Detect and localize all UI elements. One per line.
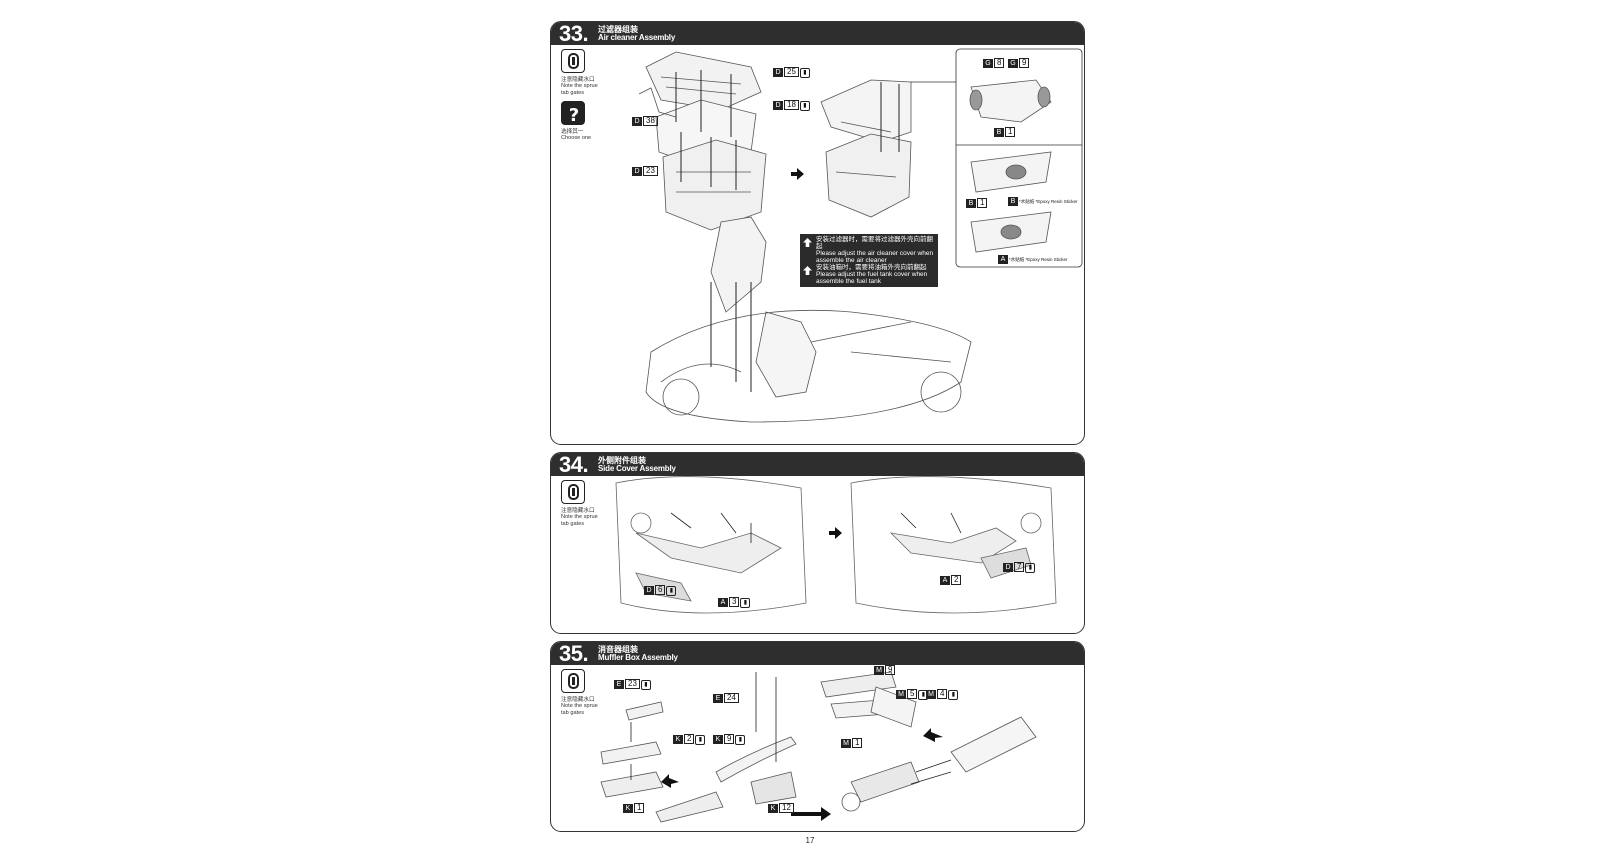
- sprue-gate-icon: [561, 49, 585, 73]
- step-number: 33.: [559, 21, 589, 46]
- step-number: 35.: [559, 641, 589, 666]
- step-title-en: Muffler Box Assembly: [598, 653, 678, 662]
- sprue-gate-icon: [561, 480, 585, 504]
- step-title-en: Side Cover Assembly: [598, 464, 676, 473]
- question-icon: ?: [561, 101, 585, 126]
- arrow-up-icon: [803, 266, 812, 275]
- sprue-gate-icon: [561, 669, 585, 693]
- step-header: 33. 过滤器组装 Air cleaner Assembly: [551, 21, 1084, 46]
- step-title-zh: 外侧附件组装: [598, 456, 646, 465]
- step-title-zh: 消音器组装: [598, 645, 638, 654]
- arrow-up-icon: [803, 238, 812, 247]
- svg-text:?: ?: [569, 105, 579, 126]
- step-title-en: Air cleaner Assembly: [598, 33, 676, 42]
- air-cleaner-illustration: [638, 48, 1083, 423]
- muffler-illustration: [600, 671, 1037, 823]
- step-title-zh: 过滤器组装: [598, 25, 638, 34]
- step-header: 34. 外侧附件组装 Side Cover Assembly: [551, 452, 1084, 477]
- step-number: 34.: [559, 452, 589, 477]
- page-number: 17: [805, 836, 815, 845]
- step-header: 35. 消音器组装 Muffler Box Assembly: [551, 641, 1084, 666]
- decal-label-A: A*水贴纸 *Epoxy Resin Sticker: [998, 255, 1068, 264]
- decal-label-B: B*水贴纸 *Epoxy Resin Sticker: [1008, 197, 1078, 206]
- side-cover-illustration: [615, 476, 1057, 614]
